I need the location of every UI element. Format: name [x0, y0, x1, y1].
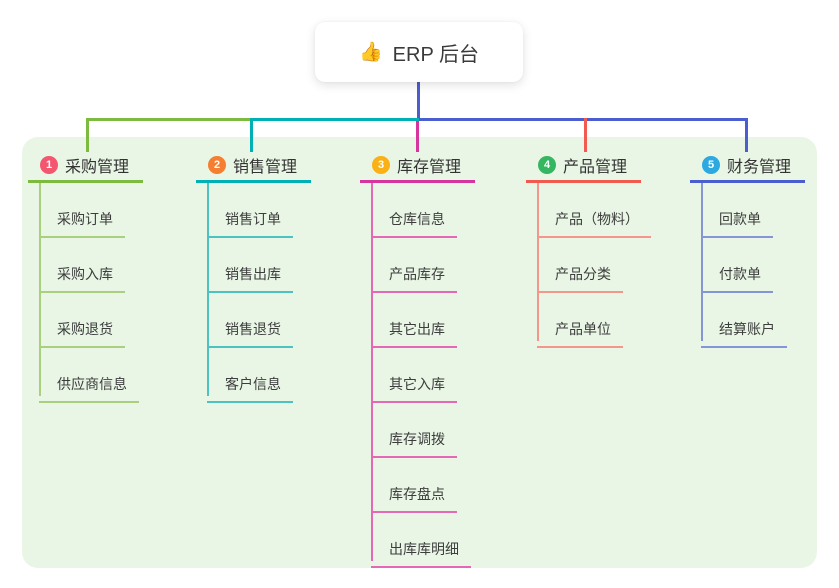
branch-drop-line-2 — [250, 118, 253, 152]
branch-number-badge: 4 — [538, 156, 556, 174]
thumbs-up-icon: 👍 — [359, 41, 383, 63]
branch-trunk-line — [701, 181, 703, 341]
child-node[interactable]: 库存调拨 — [371, 409, 457, 458]
branches-panel — [22, 137, 817, 568]
child-node[interactable]: 客户信息 — [207, 354, 293, 403]
child-node[interactable]: 采购入库 — [39, 244, 125, 293]
root-connector-stub — [417, 82, 420, 121]
child-node[interactable]: 产品（物料） — [537, 189, 651, 238]
child-node[interactable]: 出库库明细 — [371, 519, 471, 568]
branch-header[interactable]: 3 库存管理 — [360, 150, 476, 183]
branch-number-badge: 1 — [40, 156, 58, 174]
connector-horizontal-1 — [86, 118, 253, 121]
child-node[interactable]: 供应商信息 — [39, 354, 139, 403]
branch-number-badge: 2 — [208, 156, 226, 174]
branch-trunk-line — [371, 181, 373, 561]
branch-drop-line-3 — [416, 121, 419, 152]
child-node[interactable]: 结算账户 — [701, 299, 787, 348]
branch-header[interactable]: 5 财务管理 — [690, 150, 806, 183]
child-node[interactable]: 采购订单 — [39, 189, 125, 238]
child-node[interactable]: 销售退货 — [207, 299, 293, 348]
child-node[interactable]: 销售出库 — [207, 244, 293, 293]
branch-label: 库存管理 — [397, 159, 462, 176]
branch-drop-line-1 — [86, 118, 89, 152]
child-node[interactable]: 仓库信息 — [371, 189, 457, 238]
root-node-label: ERP 后台 — [392, 43, 479, 66]
connector-horizontal-2 — [253, 118, 419, 121]
child-node[interactable]: 采购退货 — [39, 299, 125, 348]
branch-label: 产品管理 — [563, 159, 628, 176]
child-node[interactable]: 产品库存 — [371, 244, 457, 293]
child-node[interactable]: 付款单 — [701, 244, 773, 293]
branch-number-badge: 5 — [702, 156, 720, 174]
child-node[interactable]: 产品分类 — [537, 244, 623, 293]
branch-label: 财务管理 — [727, 159, 792, 176]
root-node[interactable]: 👍 ERP 后台 — [315, 22, 523, 82]
branch-number-badge: 3 — [372, 156, 390, 174]
child-node[interactable]: 其它入库 — [371, 354, 457, 403]
child-node[interactable]: 产品单位 — [537, 299, 623, 348]
branch-header[interactable]: 4 产品管理 — [526, 150, 642, 183]
branch-header[interactable]: 2 销售管理 — [196, 150, 312, 183]
child-node[interactable]: 库存盘点 — [371, 464, 457, 513]
branch-drop-line-5 — [745, 118, 748, 152]
branch-drop-line-4 — [584, 118, 587, 152]
branch-trunk-line — [207, 181, 209, 396]
child-node[interactable]: 销售订单 — [207, 189, 293, 238]
branch-header[interactable]: 1 采购管理 — [28, 150, 144, 183]
branch-label: 采购管理 — [65, 159, 130, 176]
branch-trunk-line — [39, 181, 41, 396]
branch-trunk-line — [537, 181, 539, 341]
child-node[interactable]: 其它出库 — [371, 299, 457, 348]
connector-horizontal-5 — [419, 118, 748, 121]
branch-label: 销售管理 — [233, 159, 298, 176]
child-node[interactable]: 回款单 — [701, 189, 773, 238]
